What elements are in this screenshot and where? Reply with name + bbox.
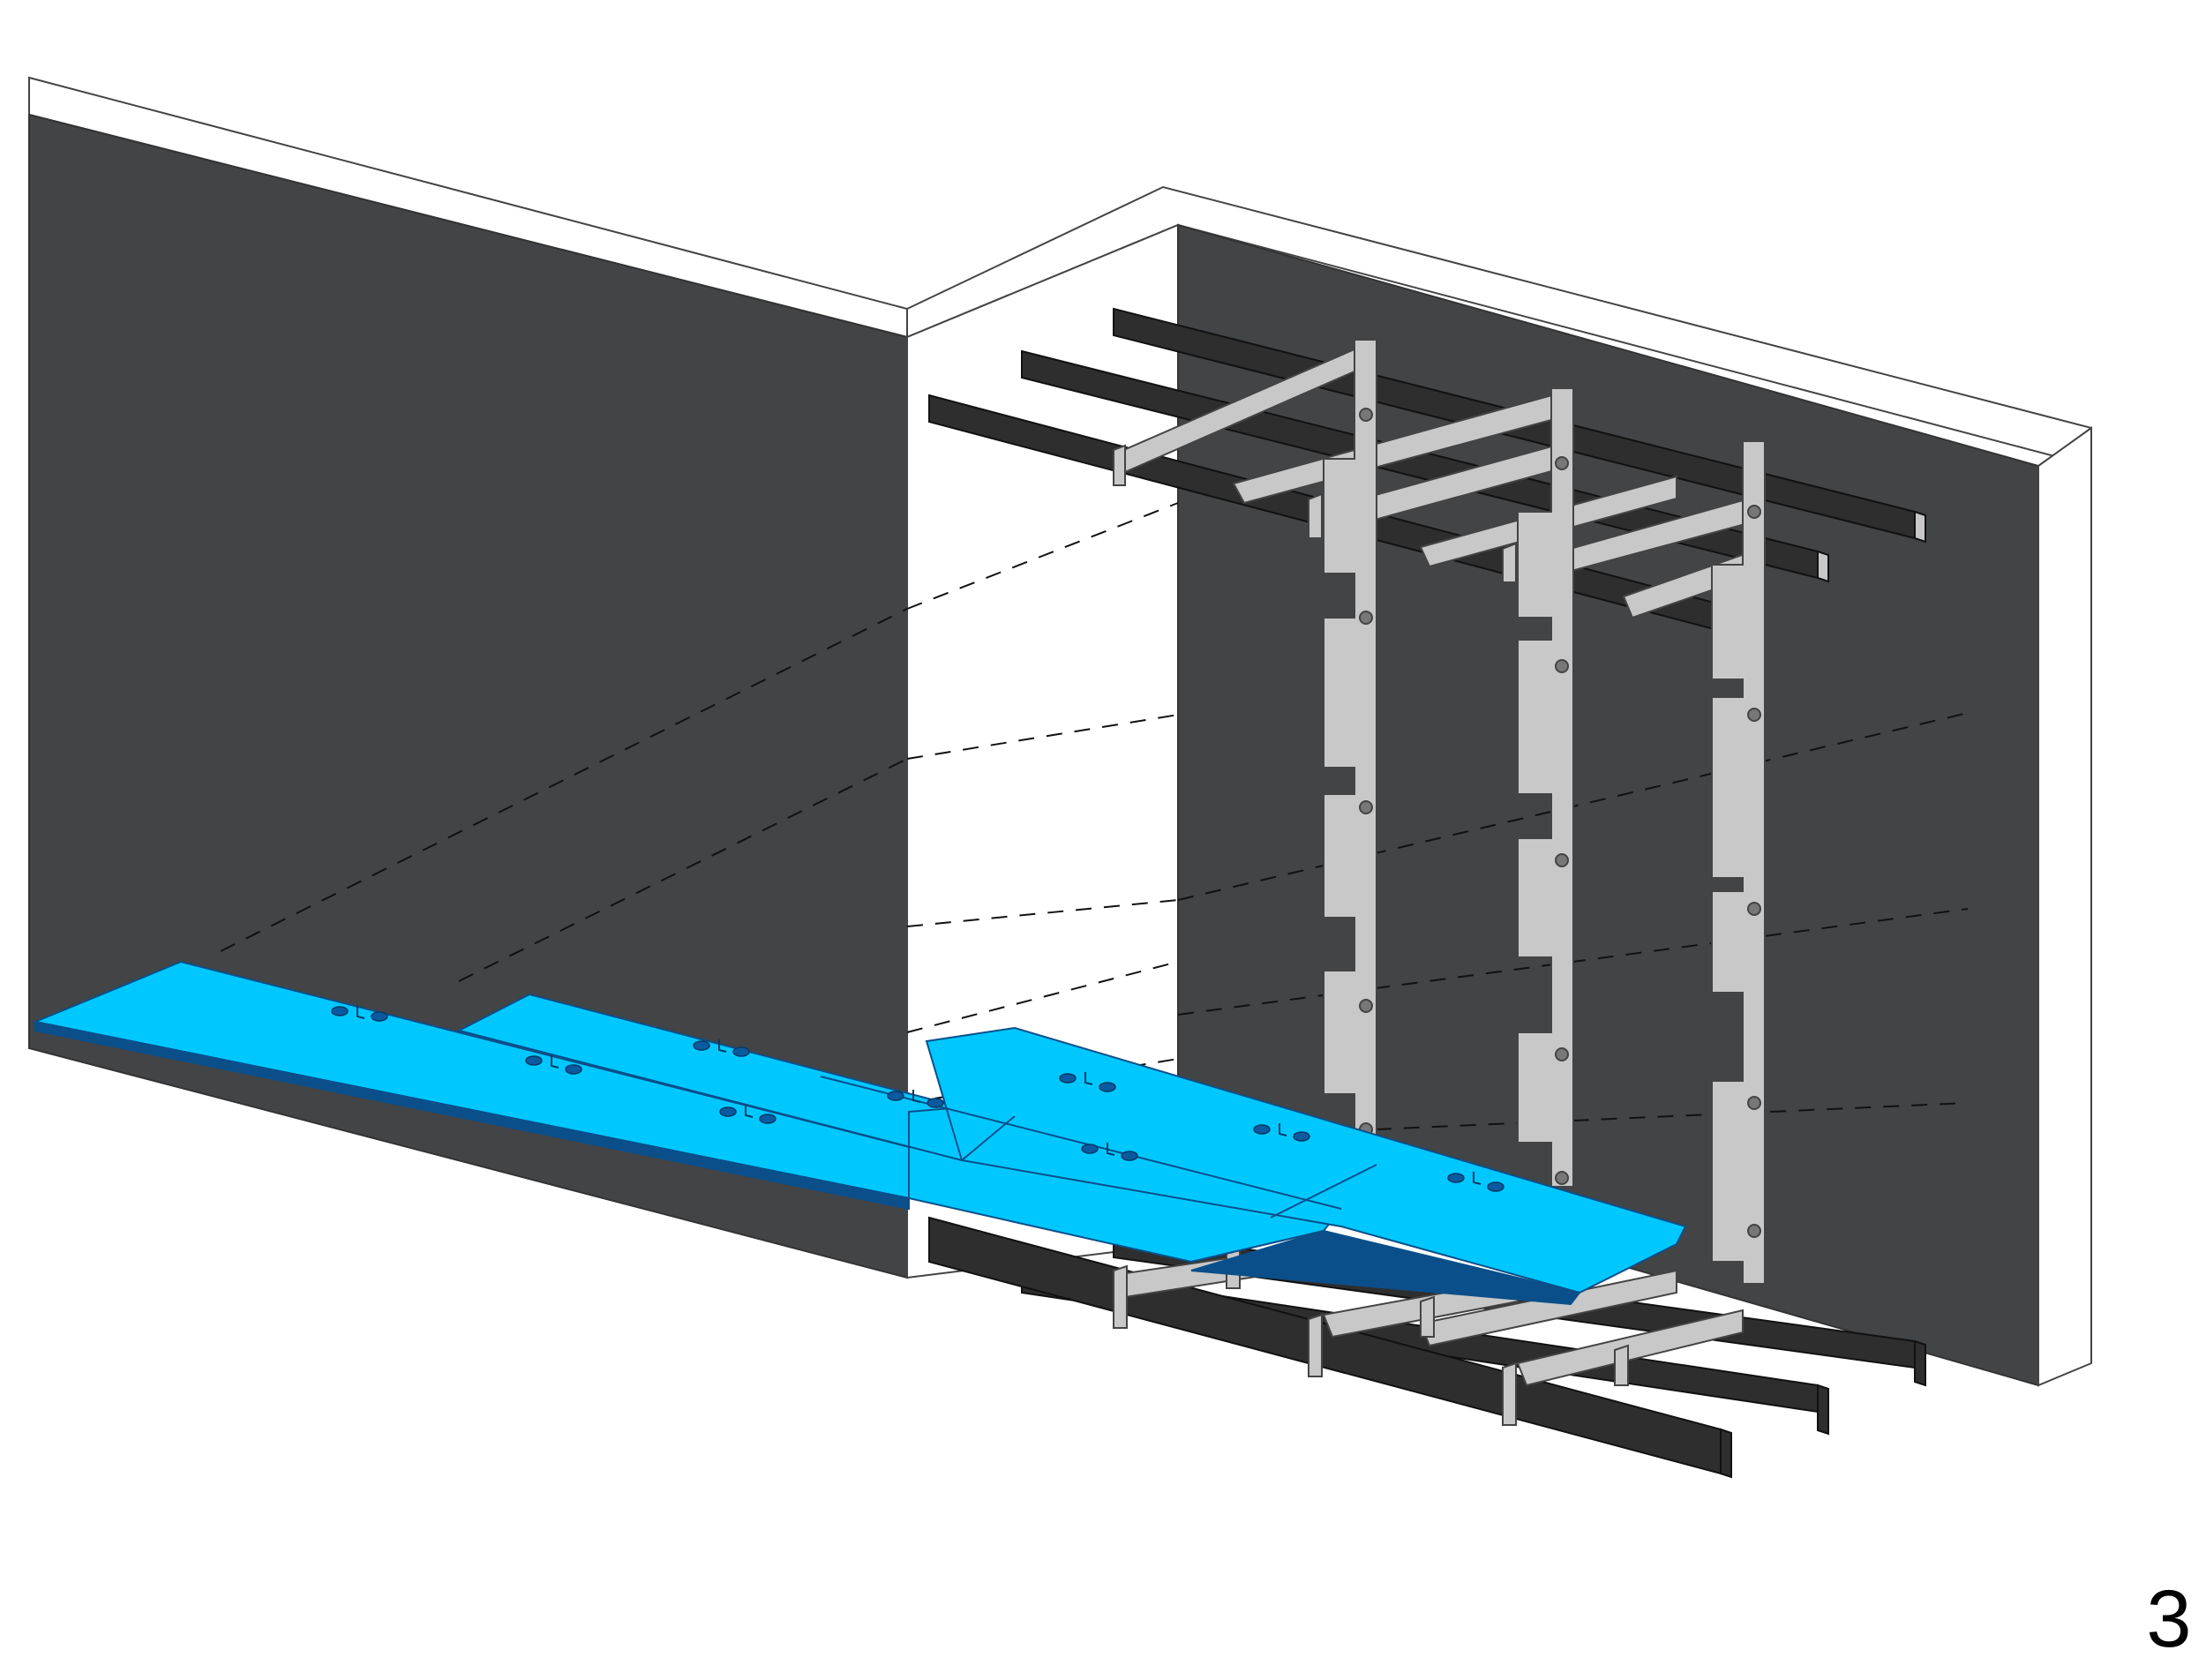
panel-slots [356, 1006, 1482, 1185]
panel-slot [745, 1105, 754, 1118]
vertical-brackets [1113, 339, 1766, 1285]
bracket-tab [1308, 492, 1323, 539]
panel-slot [1473, 1172, 1482, 1185]
horizontal-rail-end [1817, 1384, 1829, 1436]
bracket-tab [1502, 542, 1517, 583]
floor-panel-edge [34, 1020, 910, 1211]
panel-hole [371, 1011, 388, 1022]
right-wall-side-face [2037, 426, 2092, 1387]
panel-hole [732, 1046, 750, 1057]
panel-hole [759, 1114, 777, 1124]
panel-slot [551, 1055, 559, 1069]
vertical-bracket [1323, 339, 1377, 1148]
panel-hole [719, 1106, 737, 1117]
bracket-tab [1420, 1295, 1435, 1338]
bracket-tab [1614, 1344, 1629, 1386]
panel-slot [912, 1090, 921, 1103]
bracket-hole [1747, 902, 1761, 916]
guide-line [906, 961, 1179, 1033]
bracket-hole [1747, 505, 1761, 519]
bracket-hole [1359, 800, 1373, 814]
panel-hole [927, 1098, 944, 1108]
bracket-tab [1113, 444, 1126, 486]
bracket-hole [1359, 611, 1373, 625]
guide-line [906, 502, 1179, 610]
panel-seam [1190, 1230, 1324, 1263]
panel-slot [718, 1039, 727, 1053]
cross-bracket [1516, 1309, 1744, 1387]
horizontal-rail-end [1720, 1428, 1732, 1479]
bracket-tab [1502, 1361, 1517, 1426]
horizontal-rail-end [1817, 550, 1829, 583]
panel-hole [887, 1091, 904, 1101]
panel-slot [1107, 1143, 1115, 1156]
panel-hole [1059, 1073, 1077, 1084]
vertical-bracket [1517, 387, 1574, 1188]
panel-hole [1099, 1082, 1116, 1092]
floor-panels [32, 960, 1687, 1306]
panel-hole [565, 1064, 582, 1075]
bracket-hole [1555, 1047, 1569, 1061]
panel-slot [1084, 1072, 1093, 1085]
floor-panel [1190, 1229, 1581, 1306]
bracket-tab [1308, 1313, 1323, 1377]
panel-hole [525, 1055, 543, 1066]
bracket-hole [1359, 408, 1373, 422]
panel-slot [1279, 1123, 1287, 1136]
panel-seam [820, 1076, 1342, 1210]
bracket-tab [1113, 1264, 1128, 1329]
panel-seam [961, 1115, 1016, 1161]
panel-seam [458, 1030, 963, 1161]
panel-hole [1447, 1173, 1465, 1183]
panel-hole [331, 1006, 349, 1016]
panel-hole [1293, 1131, 1310, 1142]
panel-slot [356, 1006, 365, 1019]
bracket-hole [1555, 1171, 1569, 1185]
bracket-hole [1555, 853, 1569, 867]
panel-hole [1081, 1144, 1099, 1154]
panel-hole [1253, 1124, 1271, 1135]
floor-panel [925, 1026, 1687, 1294]
horizontal-rail-end [1914, 510, 1926, 544]
bracket-hole [1555, 456, 1569, 470]
guide-line [906, 714, 1179, 760]
guide-line [220, 608, 908, 952]
bracket-hole [1555, 659, 1569, 673]
vertical-bracket [1711, 440, 1766, 1285]
step-number: 3 [2146, 1574, 2192, 1664]
bracket-hole [1747, 1096, 1761, 1110]
guide-line [1177, 1102, 1969, 1139]
panel-hole [693, 1040, 710, 1051]
panel-seam [1270, 1164, 1377, 1219]
bracket-hole [1359, 999, 1373, 1013]
cross-bracket [1419, 1269, 1677, 1347]
bracket-hole [1747, 708, 1761, 722]
panel-hole [1487, 1181, 1504, 1192]
horizontal-rail-end [1914, 1339, 1926, 1387]
guide-line [906, 899, 1179, 927]
panel-hole [1121, 1151, 1138, 1161]
panel-holes [331, 1006, 1504, 1192]
bracket-hole [1747, 1224, 1761, 1238]
